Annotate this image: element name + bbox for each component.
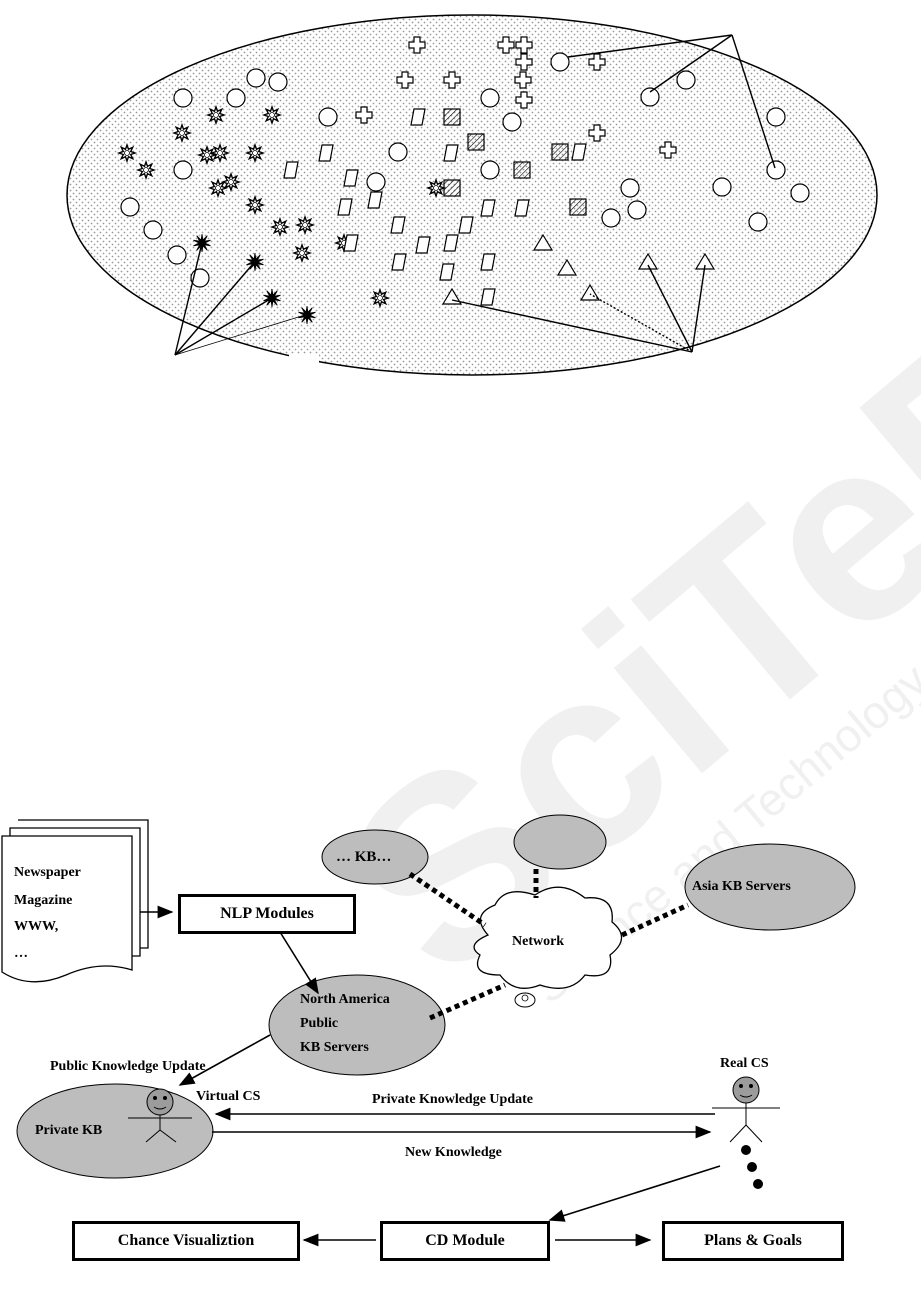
north-america-label: North America (300, 993, 390, 1007)
public-label: Public (300, 1017, 338, 1031)
source-newspaper: Newspaper (14, 866, 81, 880)
cluster-circle (641, 88, 659, 106)
cluster-parallelogram (481, 254, 495, 270)
private-update-label: Private Knowledge Update (372, 1093, 533, 1107)
concept-cluster (67, 15, 877, 375)
unnamed-server (514, 815, 606, 869)
cluster-parallelogram (411, 109, 425, 125)
cluster-parallelogram (444, 145, 458, 161)
cluster-circle (791, 184, 809, 202)
cluster-circle (144, 221, 162, 239)
cluster-parallelogram (440, 264, 454, 280)
cluster-star-center (303, 223, 308, 228)
cluster-parallelogram (338, 199, 352, 215)
cluster-star-center (216, 186, 221, 191)
cluster-circle (767, 161, 785, 179)
plans-goals-box: Plans & Goals (662, 1221, 844, 1261)
cluster-circle (121, 198, 139, 216)
cluster-hatched-square (444, 109, 460, 125)
cluster-circle (174, 89, 192, 107)
source-ellipsis: … (14, 947, 28, 961)
cluster-circle (749, 213, 767, 231)
cluster-parallelogram (392, 254, 406, 270)
cluster-parallelogram (284, 162, 298, 178)
cluster-star-center (253, 151, 258, 156)
cluster-star-center (144, 168, 149, 173)
virtual-cs-label: Virtual CS (196, 1090, 260, 1104)
north-america-kb-server (269, 975, 445, 1075)
cluster-star-center (229, 180, 234, 185)
cluster-circle (628, 201, 646, 219)
cd-module-box: CD Module (380, 1221, 550, 1261)
cluster-hatched-square (552, 144, 568, 160)
kb-dots-label: … KB… (336, 850, 391, 865)
cluster-circle (168, 246, 186, 264)
private-kb-label: Private KB (35, 1124, 102, 1138)
cluster-star-center (278, 225, 283, 230)
cluster-star-center (253, 203, 258, 208)
cluster-circle (174, 161, 192, 179)
cluster-circle (227, 89, 245, 107)
cluster-circle (389, 143, 407, 161)
real-cs-label: Real CS (720, 1057, 769, 1071)
cluster-circle (319, 108, 337, 126)
cluster-parallelogram (444, 235, 458, 251)
cluster-circle (677, 71, 695, 89)
cluster-circle (713, 178, 731, 196)
cluster-parallelogram (481, 200, 495, 216)
cluster-hatched-square (468, 134, 484, 150)
cluster-ellipse (67, 15, 877, 375)
cluster-parallelogram (368, 192, 382, 208)
cluster-parallelogram (391, 217, 405, 233)
cluster-circle (481, 161, 499, 179)
cluster-circle (602, 209, 620, 227)
nlp-modules-box: NLP Modules (178, 894, 356, 934)
cluster-star-center (218, 151, 223, 156)
cluster-star-center (300, 251, 305, 256)
kb-servers-label: KB Servers (300, 1041, 369, 1055)
real-cs-figure (712, 1077, 780, 1189)
flow-arrows (140, 912, 720, 1240)
cluster-parallelogram (416, 237, 430, 253)
cluster-circle (767, 108, 785, 126)
cluster-circle (367, 173, 385, 191)
cluster-parallelogram (572, 144, 586, 160)
source-magazine: Magazine (14, 894, 72, 908)
cluster-circle (503, 113, 521, 131)
cluster-star-center (125, 151, 130, 156)
cluster-circle (621, 179, 639, 197)
source-www: WWW, (14, 920, 58, 934)
cluster-parallelogram (319, 145, 333, 161)
cluster-circle (269, 73, 287, 91)
cluster-hatched-square (444, 180, 460, 196)
cluster-parallelogram (515, 200, 529, 216)
cluster-star-center (214, 113, 219, 118)
cluster-star-center (434, 186, 439, 191)
cluster-circle (247, 69, 265, 87)
cluster-star-center (378, 296, 383, 301)
new-knowledge-label: New Knowledge (405, 1146, 502, 1160)
cluster-circle (551, 53, 569, 71)
public-update-label: Public Knowledge Update (50, 1060, 206, 1074)
cluster-star-center (270, 113, 275, 118)
network-label: Network (512, 935, 564, 949)
cluster-parallelogram (459, 217, 473, 233)
cluster-hatched-square (570, 199, 586, 215)
cluster-parallelogram (481, 289, 495, 305)
cluster-hatched-square (514, 162, 530, 178)
cluster-star-center (205, 153, 210, 158)
cluster-star-center (180, 131, 185, 136)
chance-visualization-box: Chance Visualiztion (72, 1221, 300, 1261)
asia-kb-label: Asia KB Servers (692, 880, 791, 894)
cluster-parallelogram (344, 235, 358, 251)
cluster-parallelogram (344, 170, 358, 186)
cluster-circle (481, 89, 499, 107)
